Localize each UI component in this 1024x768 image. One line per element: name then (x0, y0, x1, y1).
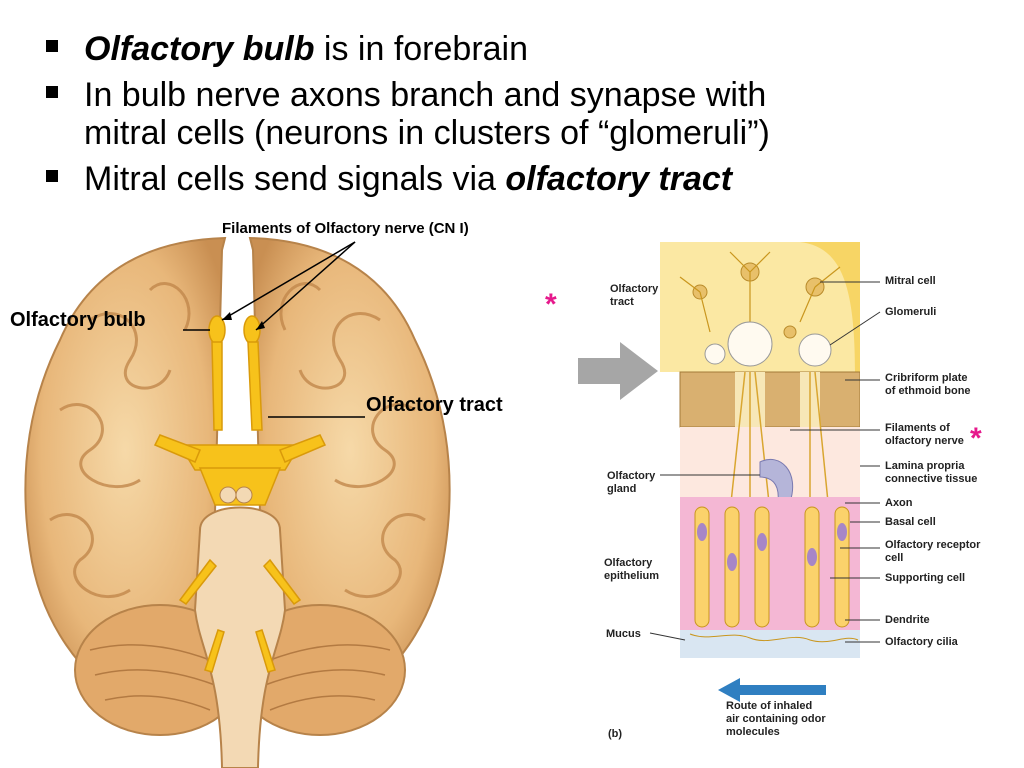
epithelium (680, 497, 860, 632)
cranial-nerves-lower (178, 558, 302, 673)
optic-nerve-right (279, 434, 327, 463)
olfactory-tract-right (247, 341, 263, 431)
annotation-star: * (970, 422, 982, 455)
label-route-inhaled-air: Route of inhaled air containing odor mol… (726, 700, 826, 738)
bullet-square-icon (46, 170, 58, 182)
receptor-cells (694, 506, 850, 628)
olfactory-tract-left (211, 341, 223, 431)
annotation-star: * (545, 288, 557, 321)
bullet-text: Mitral cells send signals via (84, 160, 506, 198)
cell-nuclei (697, 523, 847, 571)
bullet-text-line2: mitral cells (neurons in clusters of “gl… (84, 114, 770, 152)
label-olfactory-receptor-cell: Olfactory receptor cell (885, 539, 981, 564)
label-lamina-propria: Lamina propria connective tissue (885, 460, 978, 485)
label-olfactory-bulb: Olfactory bulb (10, 309, 146, 331)
label-axon: Axon (885, 497, 913, 509)
label-olfactory-epithelium: Olfactory epithelium (604, 557, 660, 582)
label-basal-cell: Basal cell (885, 516, 936, 528)
bullet-text-line1: In bulb nerve axons branch and synapse w… (84, 76, 767, 114)
label-olfactory-tract: Olfactory tract (366, 394, 503, 416)
optic-chiasm (178, 444, 302, 471)
cerebellum-folia (89, 644, 391, 711)
bullet-item-1: Olfactory bulb is in forebrain (40, 30, 1010, 68)
label-dendrite: Dendrite (885, 614, 930, 626)
bullet-square-icon (46, 86, 58, 98)
label-mitral-cell: Mitral cell (885, 275, 936, 287)
label-mucus: Mucus (606, 628, 641, 640)
gray-arrow-icon (578, 342, 658, 400)
label-olfactory-gland: Olfactory gland (607, 470, 656, 495)
cilia (689, 633, 859, 643)
brain-leader-lines (183, 241, 365, 418)
label-panel-b: (b) (608, 728, 623, 740)
bullet-emphasis: olfactory tract (505, 160, 733, 198)
label-olfactory-tract-detail: Olfactory tract (610, 283, 659, 308)
bullet-item-3: Mitral cells send signals via olfactory … (40, 160, 1010, 198)
glomeruli (704, 321, 832, 367)
bullet-square-icon (46, 40, 58, 52)
cribriform-plate (679, 371, 860, 428)
dendrites-branches (679, 251, 841, 333)
bullet-list: Olfactory bulb is in forebrain In bulb n… (40, 30, 1010, 206)
optic-nerve-left (153, 434, 201, 463)
label-filaments-olfactory-nerve: Filaments of olfactory nerve (885, 422, 964, 447)
bullet-text: is in forebrain (314, 30, 529, 68)
brain-illustration (24, 236, 451, 768)
arrowhead-icon (256, 321, 265, 330)
label-supporting-cell: Supporting cell (885, 572, 966, 584)
label-olfactory-cilia: Olfactory cilia (885, 636, 958, 648)
bullet-emphasis: Olfactory bulb (84, 30, 315, 68)
label-filaments-cn1: Filaments of Olfactory nerve (CN I) (222, 220, 469, 237)
nerve-filaments (729, 371, 831, 523)
bullet-item-2: In bulb nerve axons branch and synapse w… (40, 76, 1010, 152)
label-glomeruli: Glomeruli (885, 306, 937, 318)
leader-lines (649, 281, 881, 643)
arrowhead-icon (222, 312, 232, 320)
label-cribriform-plate: Cribriform plate of ethmoid bone (885, 372, 971, 397)
mucus-layer (680, 630, 860, 658)
olfactory-epithelium-diagram (660, 242, 860, 658)
route-arrow-icon (718, 678, 826, 702)
